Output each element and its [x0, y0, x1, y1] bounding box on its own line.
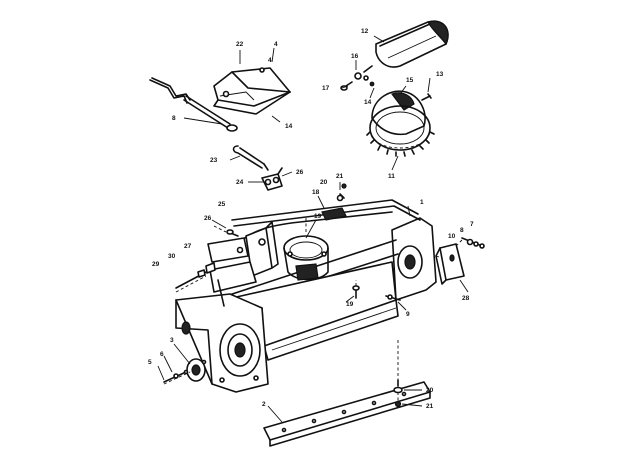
cover-plate [321, 207, 347, 221]
callout-4-small: 4 [268, 57, 272, 64]
callout-11: 11 [388, 173, 395, 180]
callout-26-left: 26 [204, 215, 212, 222]
callout-24: 24 [236, 179, 244, 186]
callout-4: 4 [274, 41, 278, 48]
callout-3: 3 [170, 337, 174, 344]
assembly-lines [163, 216, 463, 402]
discharge-spout [375, 20, 449, 68]
callout-20-lower: 20 [426, 387, 434, 394]
callout-21-lower: 21 [426, 403, 434, 410]
callout-9: 9 [406, 311, 410, 318]
callout-8-right: 8 [460, 227, 464, 234]
callout-29: 29 [152, 261, 160, 268]
callout-17: 17 [322, 85, 330, 92]
right-hardware [461, 237, 485, 249]
auger-housing [175, 199, 437, 393]
callout-10: 10 [448, 233, 456, 240]
callout-30: 30 [168, 253, 176, 260]
callout-20: 20 [320, 179, 328, 186]
spout-bracket [213, 67, 291, 115]
leader-lines [157, 35, 469, 423]
center-hardware [336, 183, 401, 301]
callout-27: 27 [184, 243, 192, 250]
callout-22: 22 [236, 41, 244, 48]
callout-13: 13 [436, 71, 444, 78]
callout-19: 19 [314, 213, 322, 220]
callout-7: 7 [470, 221, 474, 228]
crank-rod [149, 77, 238, 132]
callout-8: 8 [172, 115, 176, 122]
rod-23 [232, 145, 269, 171]
left-bearing [163, 358, 207, 383]
callout-26: 26 [296, 169, 304, 176]
callout-6: 6 [160, 351, 164, 358]
callout-15: 15 [406, 77, 414, 84]
callout-1: 1 [420, 199, 424, 206]
callout-14: 14 [364, 99, 372, 106]
scraper-bar [263, 381, 431, 447]
callout-labels: 22 4 12 16 13 15 17 14 8 14 11 23 24 26 … [148, 28, 474, 410]
callout-12: 12 [361, 28, 369, 35]
callout-23: 23 [210, 157, 218, 164]
callout-5: 5 [148, 359, 152, 366]
callout-16: 16 [351, 53, 359, 60]
skid-bracket [435, 243, 465, 285]
impeller-housing [283, 235, 329, 281]
left-hardware [175, 229, 239, 289]
callout-14-bracket: 14 [285, 123, 293, 130]
callout-25: 25 [218, 201, 226, 208]
callout-18: 18 [312, 189, 320, 196]
drive-frame [207, 221, 279, 307]
callout-28: 28 [462, 295, 470, 302]
callout-19-lower: 19 [346, 301, 354, 308]
spout-ring [366, 90, 435, 157]
callout-21: 21 [336, 173, 344, 180]
small-bracket [261, 167, 283, 191]
callout-2: 2 [262, 401, 266, 408]
